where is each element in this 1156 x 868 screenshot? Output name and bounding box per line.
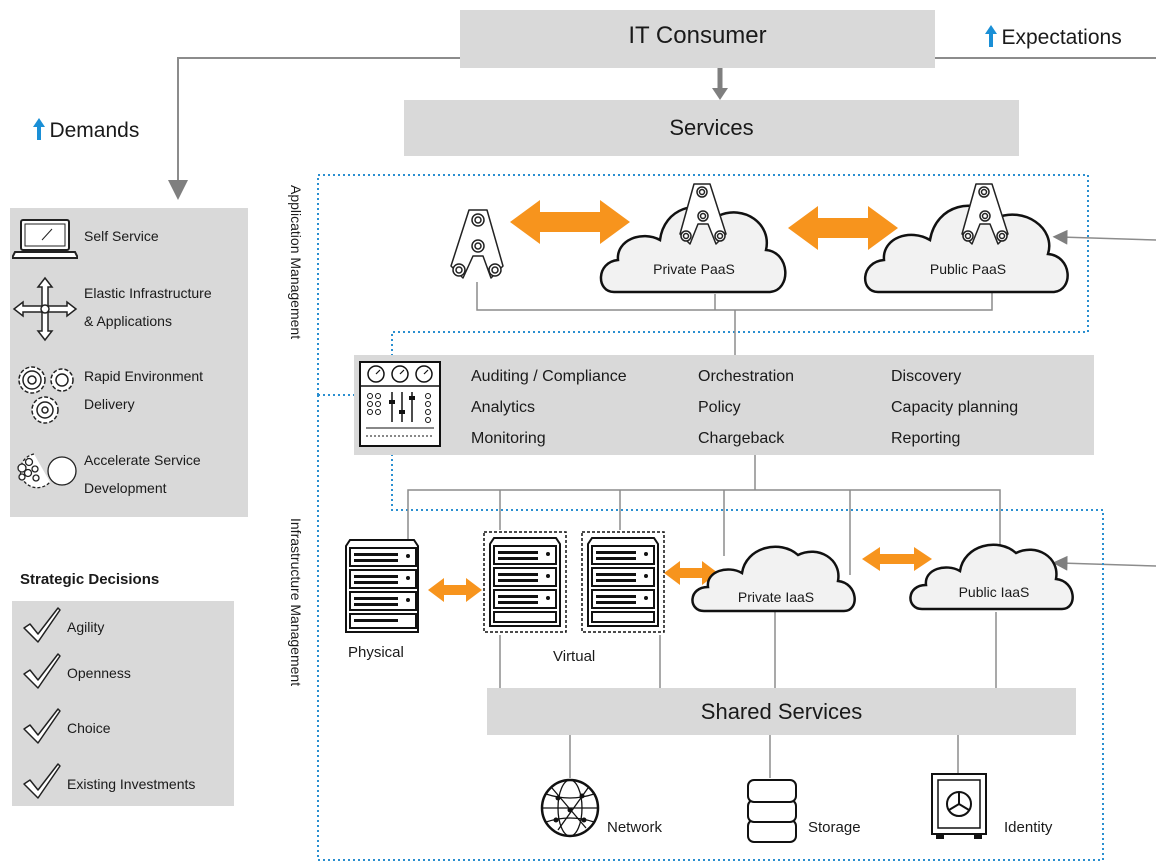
checkmark-icon bbox=[23, 763, 61, 799]
laptop-icon bbox=[12, 219, 78, 259]
virtual-label: Virtual bbox=[553, 648, 596, 665]
mgmt-item: Reporting bbox=[891, 430, 961, 447]
accelerate-line2: Development bbox=[84, 480, 167, 496]
rapid-env-line1: Rapid Environment bbox=[84, 368, 204, 384]
private-paas-label: Private PaaS bbox=[653, 261, 735, 277]
it-consumer-label: IT Consumer bbox=[628, 22, 767, 49]
elastic-infra-line2: & Applications bbox=[84, 313, 172, 329]
checkmark-icon bbox=[23, 653, 61, 689]
paas-double-arrow-right bbox=[788, 206, 898, 250]
mgmt-item: Orchestration bbox=[698, 368, 795, 385]
existing-investments-label: Existing Investments bbox=[67, 776, 196, 792]
mgmt-item: Policy bbox=[698, 399, 741, 416]
checkmark-icon bbox=[23, 607, 61, 643]
elastic-arrows-icon bbox=[12, 276, 78, 342]
choice-label: Choice bbox=[67, 720, 111, 736]
elastic-infra-line1: Elastic Infrastructure bbox=[84, 285, 212, 301]
strategic-title: Strategic Decisions bbox=[20, 571, 160, 588]
private-iaas-label: Private IaaS bbox=[737, 589, 815, 605]
physical-server-icon bbox=[345, 539, 419, 633]
identity-safe-icon bbox=[931, 773, 987, 839]
shared-services-label: Shared Services bbox=[700, 699, 863, 724]
mgmt-item: Analytics bbox=[471, 399, 536, 416]
expectations-label: Expectations bbox=[985, 25, 1122, 50]
self-service-label: Self Service bbox=[84, 228, 159, 244]
mgmt-item: Chargeback bbox=[698, 430, 785, 447]
agility-label: Agility bbox=[67, 619, 105, 635]
accelerate-line1: Accelerate Service bbox=[84, 452, 201, 468]
network-globe-icon bbox=[540, 778, 600, 838]
control-panel-icon bbox=[359, 361, 441, 447]
private-paas-cloud bbox=[599, 183, 787, 294]
rapid-env-line2: Delivery bbox=[84, 396, 135, 412]
shared-services-box bbox=[487, 688, 1076, 735]
network-label: Network bbox=[607, 819, 663, 836]
physical-label: Physical bbox=[348, 644, 404, 661]
infrastructure-management-label: Infrastructure Management bbox=[288, 518, 304, 687]
app-connector-icon bbox=[450, 209, 504, 279]
molecule-icon bbox=[17, 453, 77, 489]
storage-database-icon bbox=[747, 779, 797, 843]
it-consumer-box bbox=[460, 10, 935, 68]
storage-label: Storage bbox=[808, 819, 861, 836]
demands-label: Demands bbox=[33, 118, 139, 143]
management-col1: Auditing / Compliance Analytics Monitori… bbox=[471, 361, 627, 454]
services-label: Services bbox=[669, 115, 754, 140]
mgmt-item: Discovery bbox=[891, 368, 962, 385]
paas-double-arrow-left bbox=[510, 200, 630, 244]
gears-icon bbox=[18, 366, 74, 424]
up-arrow-icon bbox=[985, 25, 997, 47]
mgmt-item: Capacity planning bbox=[891, 399, 1019, 416]
virtual-server-icon bbox=[483, 531, 567, 633]
virtual-server-icon bbox=[581, 531, 665, 633]
management-box bbox=[354, 355, 1094, 455]
public-paas-cloud bbox=[863, 183, 1069, 294]
public-paas-label: Public PaaS bbox=[929, 261, 1007, 277]
up-arrow-icon bbox=[33, 118, 45, 140]
services-box bbox=[404, 100, 1019, 156]
checkmark-icon bbox=[23, 708, 61, 744]
public-iaas-cloud bbox=[909, 543, 1074, 611]
mgmt-item: Monitoring bbox=[471, 430, 546, 447]
private-iaas-cloud bbox=[691, 545, 856, 613]
strategic-panel bbox=[12, 601, 234, 806]
public-iaas-label: Public IaaS bbox=[958, 584, 1030, 600]
mgmt-item: Auditing / Compliance bbox=[471, 368, 627, 385]
identity-label: Identity bbox=[1004, 819, 1053, 836]
management-col2: Orchestration Policy Chargeback bbox=[698, 361, 794, 454]
management-col3: Discovery Capacity planning Reporting bbox=[891, 361, 1018, 454]
application-management-label: Application Management bbox=[288, 185, 304, 340]
openness-label: Openness bbox=[67, 665, 131, 681]
